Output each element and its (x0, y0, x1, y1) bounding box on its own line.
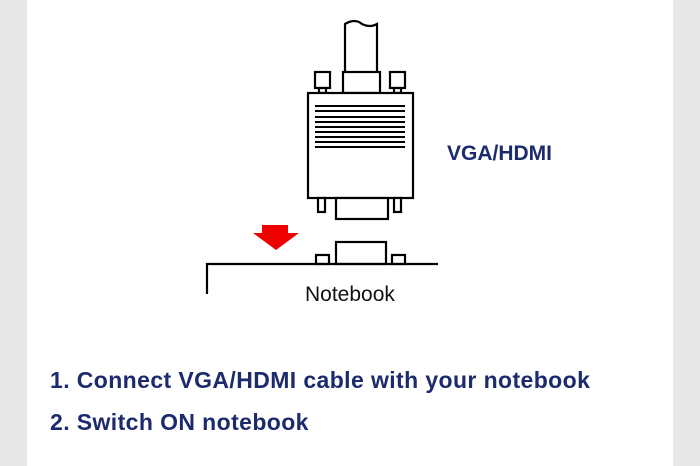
instruction-step-2: 2. Switch ON notebook (50, 409, 309, 435)
cable (343, 19, 379, 72)
screw-left (313, 70, 332, 90)
notebook-port (314, 240, 407, 266)
connector-plug (334, 196, 390, 221)
vga-connector (306, 19, 415, 221)
notebook-outline (205, 262, 438, 294)
screw-right (388, 70, 407, 90)
grip-lines (315, 105, 405, 148)
connector-body (306, 91, 415, 200)
device-label: Notebook (305, 283, 395, 306)
instruction-step-1: 1. Connect VGA/HDMI cable with your note… (50, 367, 591, 393)
connector-label: VGA/HDMI (447, 142, 552, 165)
down-arrow-icon (253, 225, 299, 250)
connector-neck (341, 70, 382, 95)
